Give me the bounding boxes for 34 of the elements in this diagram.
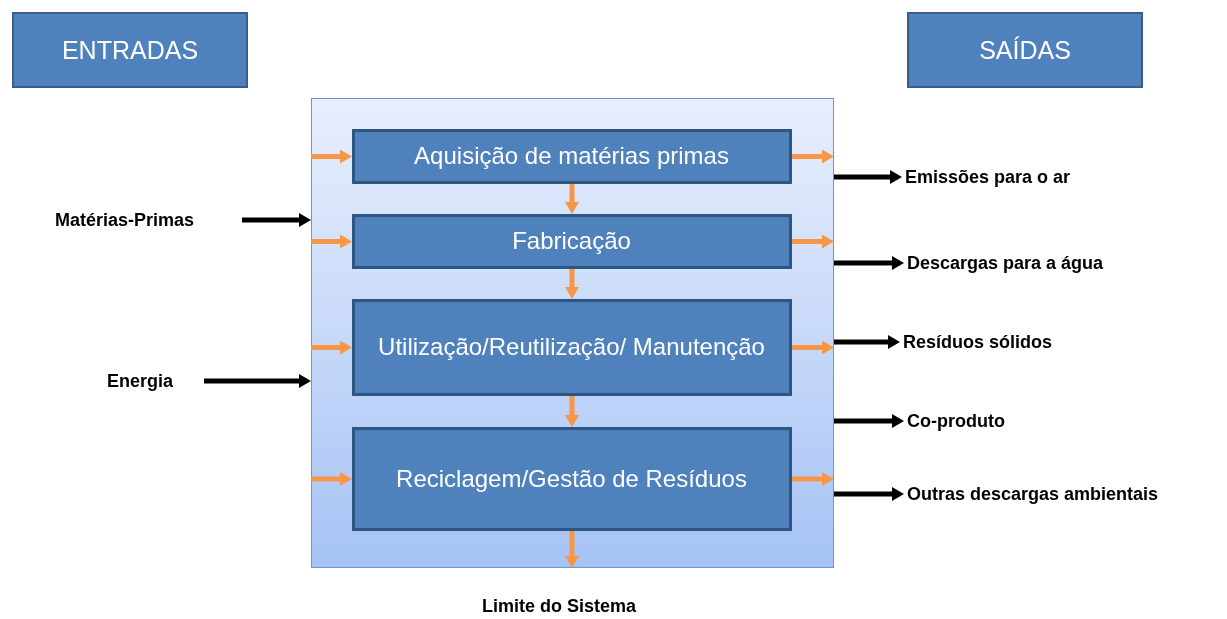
arrow — [792, 340, 834, 355]
arrow — [311, 149, 352, 164]
arrow — [834, 414, 904, 428]
arrow — [834, 487, 904, 501]
flow-label: Descargas para a água — [904, 250, 1144, 276]
flow-label: Energia — [104, 368, 204, 394]
arrow — [204, 374, 311, 388]
arrow — [792, 472, 834, 486]
header-box: SAÍDAS — [907, 12, 1143, 88]
flow-label: Outras descargas ambientais — [904, 481, 1224, 507]
arrow — [565, 269, 579, 299]
arrow — [792, 234, 834, 249]
arrow — [834, 335, 900, 349]
arrow — [311, 340, 352, 355]
arrow — [311, 234, 352, 249]
arrow — [834, 256, 904, 270]
arrow — [565, 396, 579, 427]
process-box: Reciclagem/Gestão de Resíduos — [351, 426, 792, 531]
flow-label: Resíduos sólidos — [900, 329, 1100, 355]
process-box: Fabricação — [351, 213, 792, 269]
process-box: Utilização/Reutilização/ Manutenção — [351, 298, 792, 396]
arrow — [311, 472, 352, 486]
system-boundary-box — [311, 98, 834, 568]
boundary-label: Limite do Sistema — [482, 596, 637, 617]
header-box: ENTRADAS — [12, 12, 248, 88]
flow-label: Co-produto — [904, 408, 1064, 434]
arrow — [834, 170, 902, 184]
flow-label: Emissões para o ar — [902, 164, 1122, 190]
arrow — [565, 184, 579, 214]
arrow — [792, 149, 834, 164]
arrow — [242, 213, 311, 227]
process-box: Aquisição de matérias primas — [351, 128, 792, 184]
arrow — [565, 531, 579, 568]
flow-label: Matérias-Primas — [52, 207, 242, 233]
